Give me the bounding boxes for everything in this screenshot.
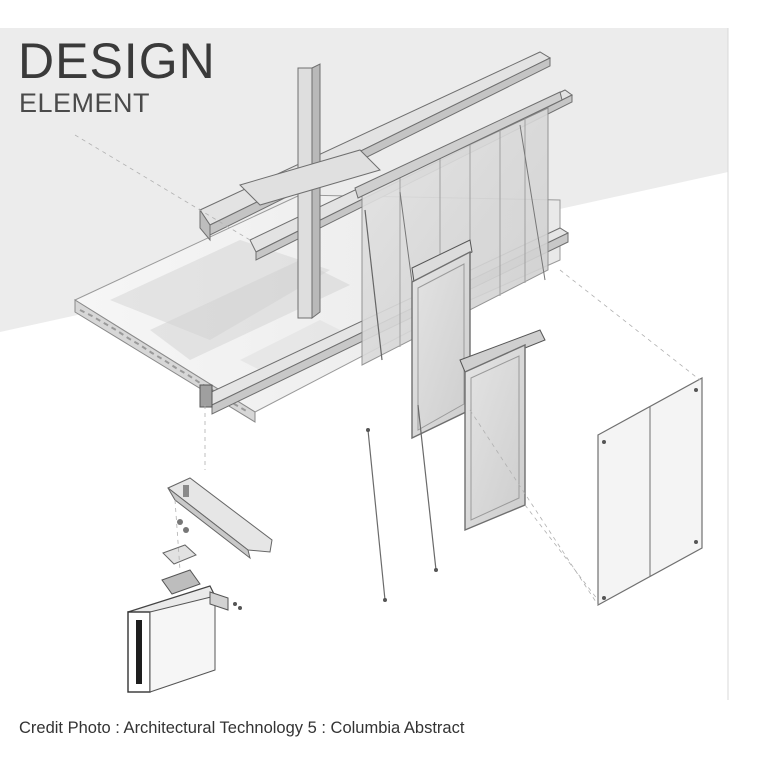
- glass-panel-1: [411, 239, 473, 440]
- bracket-detail: [161, 477, 273, 595]
- tension-rods: [366, 404, 438, 602]
- cladding-panel: [597, 376, 703, 607]
- construction-lines: [74, 134, 701, 606]
- glass-curtain-wall: [354, 91, 563, 366]
- title-main: DESIGN: [18, 33, 216, 89]
- steel-column: [239, 63, 381, 319]
- glass-panel-2: [459, 329, 546, 532]
- title-sub: ELEMENT: [19, 88, 151, 118]
- i-beam-detail: [127, 585, 242, 693]
- photo-credit: Credit Photo : Architectural Technology …: [19, 719, 465, 737]
